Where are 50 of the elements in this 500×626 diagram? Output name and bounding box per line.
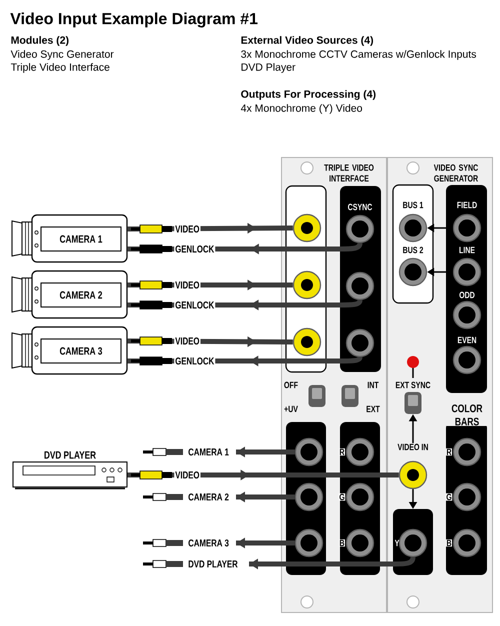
jack [346,272,374,300]
edge-label: VIDEO [174,336,200,346]
body-text: DVD Player [242,63,296,73]
jack [294,528,324,558]
jack [346,328,374,358]
heading-text: Modules (2) [11,36,68,46]
edge-label: VIDEO [174,224,200,234]
panel-label: COLOR BARS [446,404,488,426]
body-text: 3x Monochrome CCTV Cameras w/Genlock Inputs [241,50,476,60]
jack [292,328,322,356]
jack-label: BUS 1 [403,202,424,208]
edge-label: GENLOCK [174,300,216,310]
edge-label: CAMERA 3 [187,538,230,548]
jack-label: EXT SYNC [396,382,430,388]
jack-label: R [446,448,452,456]
panel-title: VIDEO SYNC GENERATOR [434,164,478,182]
jack [292,270,322,300]
edge-label: DVD PLAYER [187,560,239,568]
panel-title: TRIPLE VIDEO INTERFACE [324,164,374,182]
body-text: 4x Monochrome (Y) Video [240,104,362,114]
title: Video Input Example Diagram #1 [10,12,258,28]
edge-label: CAMERA 2 [187,492,230,502]
jack-label: R [338,448,346,456]
edge-label: CAMERA 1 [187,447,230,457]
jack [294,482,324,512]
jack [292,214,322,242]
edge-label: VIDEO [174,280,200,290]
edge-label: GENLOCK [174,244,216,254]
body-text: Triple Video Interface [10,63,110,73]
jack-label: B [338,539,346,547]
jack-label: Y [394,540,400,546]
device-label: DVD PLAYER [44,451,96,459]
jack-label: INT [368,382,379,388]
body-text: Video Sync Generator [10,50,114,60]
edge-label: VIDEO [174,470,200,480]
jack [294,438,324,466]
jack-label: BUS 2 [403,246,424,254]
heading-text: Outputs For Processing (4) [241,90,376,100]
jack-label: FIELD [457,202,477,208]
jack-label: VIDEO IN [398,444,428,450]
jack-label: +UV [284,406,298,412]
edge-label: GENLOCK [174,356,216,366]
heading-text: External Video Sources (4) [241,36,373,46]
jack-label: LINE [459,246,475,254]
jack-label: EXT [366,406,380,412]
column-label: CSYNC [348,204,372,210]
jack-label: EVEN [458,336,476,344]
jack-label: B [446,539,452,547]
jack-label: ODD [459,292,474,298]
jack-label: OFF [284,382,298,388]
